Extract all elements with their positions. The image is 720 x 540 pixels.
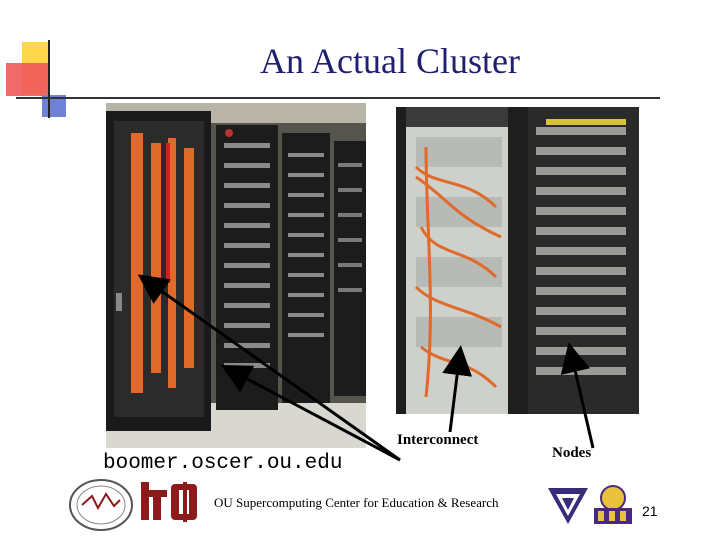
slide-title: An Actual Cluster (260, 41, 520, 81)
oscer-logo (68, 478, 134, 532)
page-number: 21 (642, 503, 658, 519)
interconnect-label: Interconnect (397, 432, 479, 448)
server-racks-photo (106, 103, 366, 448)
it-ou-logo (137, 478, 203, 524)
decor-vertical-line (48, 40, 50, 118)
cluster-hostname: boomer.oscer.ou.edu (103, 452, 343, 475)
title-underline (16, 97, 660, 99)
footer-organization: OU Supercomputing Center for Education &… (214, 495, 499, 510)
federal-logo (546, 486, 590, 526)
uni-logo (592, 484, 634, 526)
nodes-label: Nodes (552, 445, 592, 461)
open-rack-photo (396, 107, 639, 414)
decor-red-square (6, 63, 50, 96)
